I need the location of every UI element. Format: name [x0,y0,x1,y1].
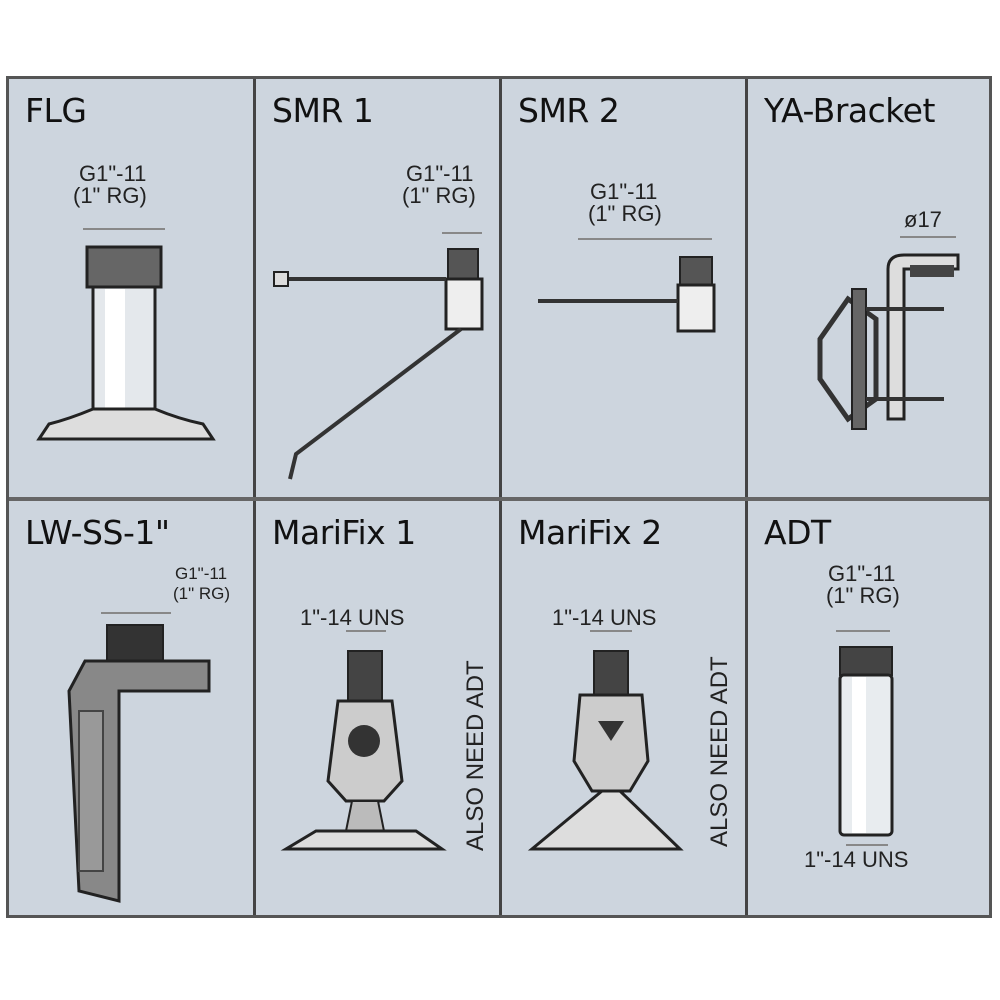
cell-title: SMR 2 [518,91,620,130]
cell-marifix-1: MariFix 1 1"-14 UNS ALSO NEED ADT [256,501,500,919]
thread-label: G1"-11 [590,179,658,204]
cell-title: MariFix 2 [518,513,662,552]
marifix-2-mount-illustration [527,630,684,851]
cell-smr-2: SMR 2 G1"-11 (1" RG) [502,79,746,497]
cell-marifix-2: MariFix 2 1"-14 UNS ALSO NEED ADT [502,501,746,919]
thread-label-sub: (1" RG) [73,183,147,208]
thread-label-sub: (1" RG) [173,584,231,603]
cell-ya-bracket: YA-Bracket ø17 [748,79,992,497]
thread-label: 1"-14 UNS [300,605,405,630]
thread-label: G1"-11 [406,161,474,186]
thread-label: G1"-11 [828,561,896,586]
cell-title: ADT [764,513,831,552]
thread-label-sub: (1" RG) [826,583,900,608]
adt-adapter-illustration [836,630,894,846]
cell-smr-1: SMR 1 G1"-11 (1" RG) [256,79,500,497]
lw-ss-1-mount-illustration [67,612,211,903]
diameter-label: ø17 [904,207,942,232]
cell-flg: FLG G1"-11 (1" RG) [9,79,253,497]
cell-title: MariFix 1 [272,513,416,552]
cell-title: FLG [25,91,87,130]
smr-1-mount-illustration [273,232,484,480]
flg-mount-illustration [36,228,216,441]
cell-title: YA-Bracket [764,91,935,130]
smr-2-mount-illustration [538,238,716,333]
divider [9,497,989,501]
cell-title: LW-SS-1" [25,513,170,552]
thread-label-sub: (1" RG) [588,201,662,226]
marifix-1-mount-illustration [280,630,447,851]
also-need-adt-note: ALSO NEED ADT [462,660,489,851]
bottom-thread-label: 1"-14 UNS [804,847,909,872]
thread-label: 1"-14 UNS [552,605,657,630]
mount-comparison-grid: FLG G1"-11 (1" RG) SMR 1 G1"-11 (1" RG) … [6,76,992,918]
cell-lw-ss-1: LW-SS-1" G1"-11 (1" RG) [9,501,253,919]
thread-label-sub: (1" RG) [402,183,476,208]
cell-adt: ADT G1"-11 (1" RG) 1"-14 UNS [748,501,992,919]
ya-bracket-illustration [817,236,960,430]
thread-label: G1"-11 [79,161,147,186]
cell-title: SMR 1 [272,91,374,130]
also-need-adt-note: ALSO NEED ADT [706,656,733,847]
thread-label: G1"-11 [175,564,228,583]
